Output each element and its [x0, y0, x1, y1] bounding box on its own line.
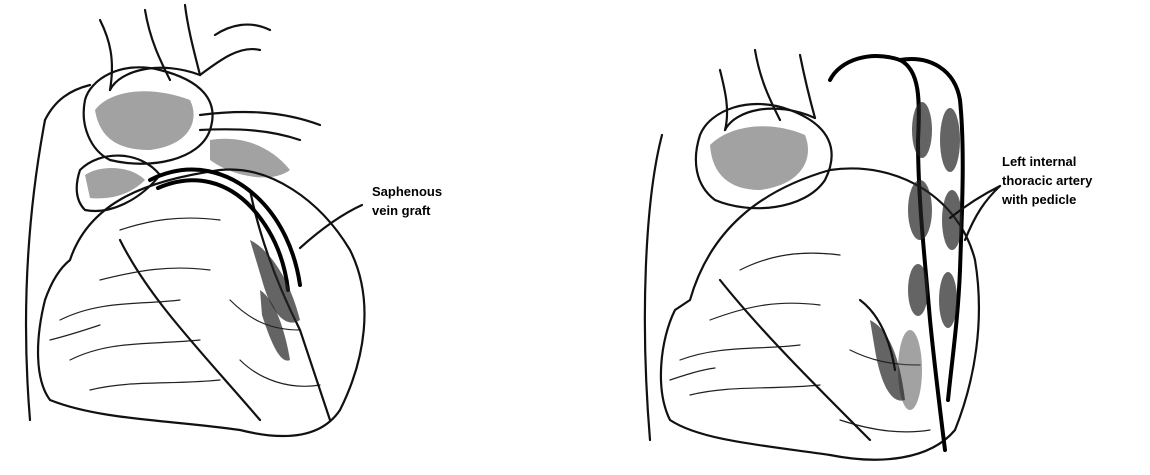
graft-callout-line [300, 205, 362, 248]
graft-label-line-1: Saphenous [372, 184, 442, 199]
ita-callout-line-2 [965, 186, 1000, 240]
ita-label-line-3: with pedicle [1001, 192, 1076, 207]
ita-label-line-2: thoracic artery [1002, 173, 1093, 188]
ita-label-line-1: Left internal [1002, 154, 1076, 169]
saphenous-vein-graft-illustration: Saphenous vein graft [0, 0, 560, 475]
graft-label-line-2: vein graft [372, 203, 431, 218]
heart-drawing-right: Left internal thoracic artery with pedic… [600, 0, 1150, 475]
internal-thoracic-artery-illustration: Left internal thoracic artery with pedic… [600, 0, 1150, 475]
heart-drawing-left: Saphenous vein graft [0, 0, 560, 475]
